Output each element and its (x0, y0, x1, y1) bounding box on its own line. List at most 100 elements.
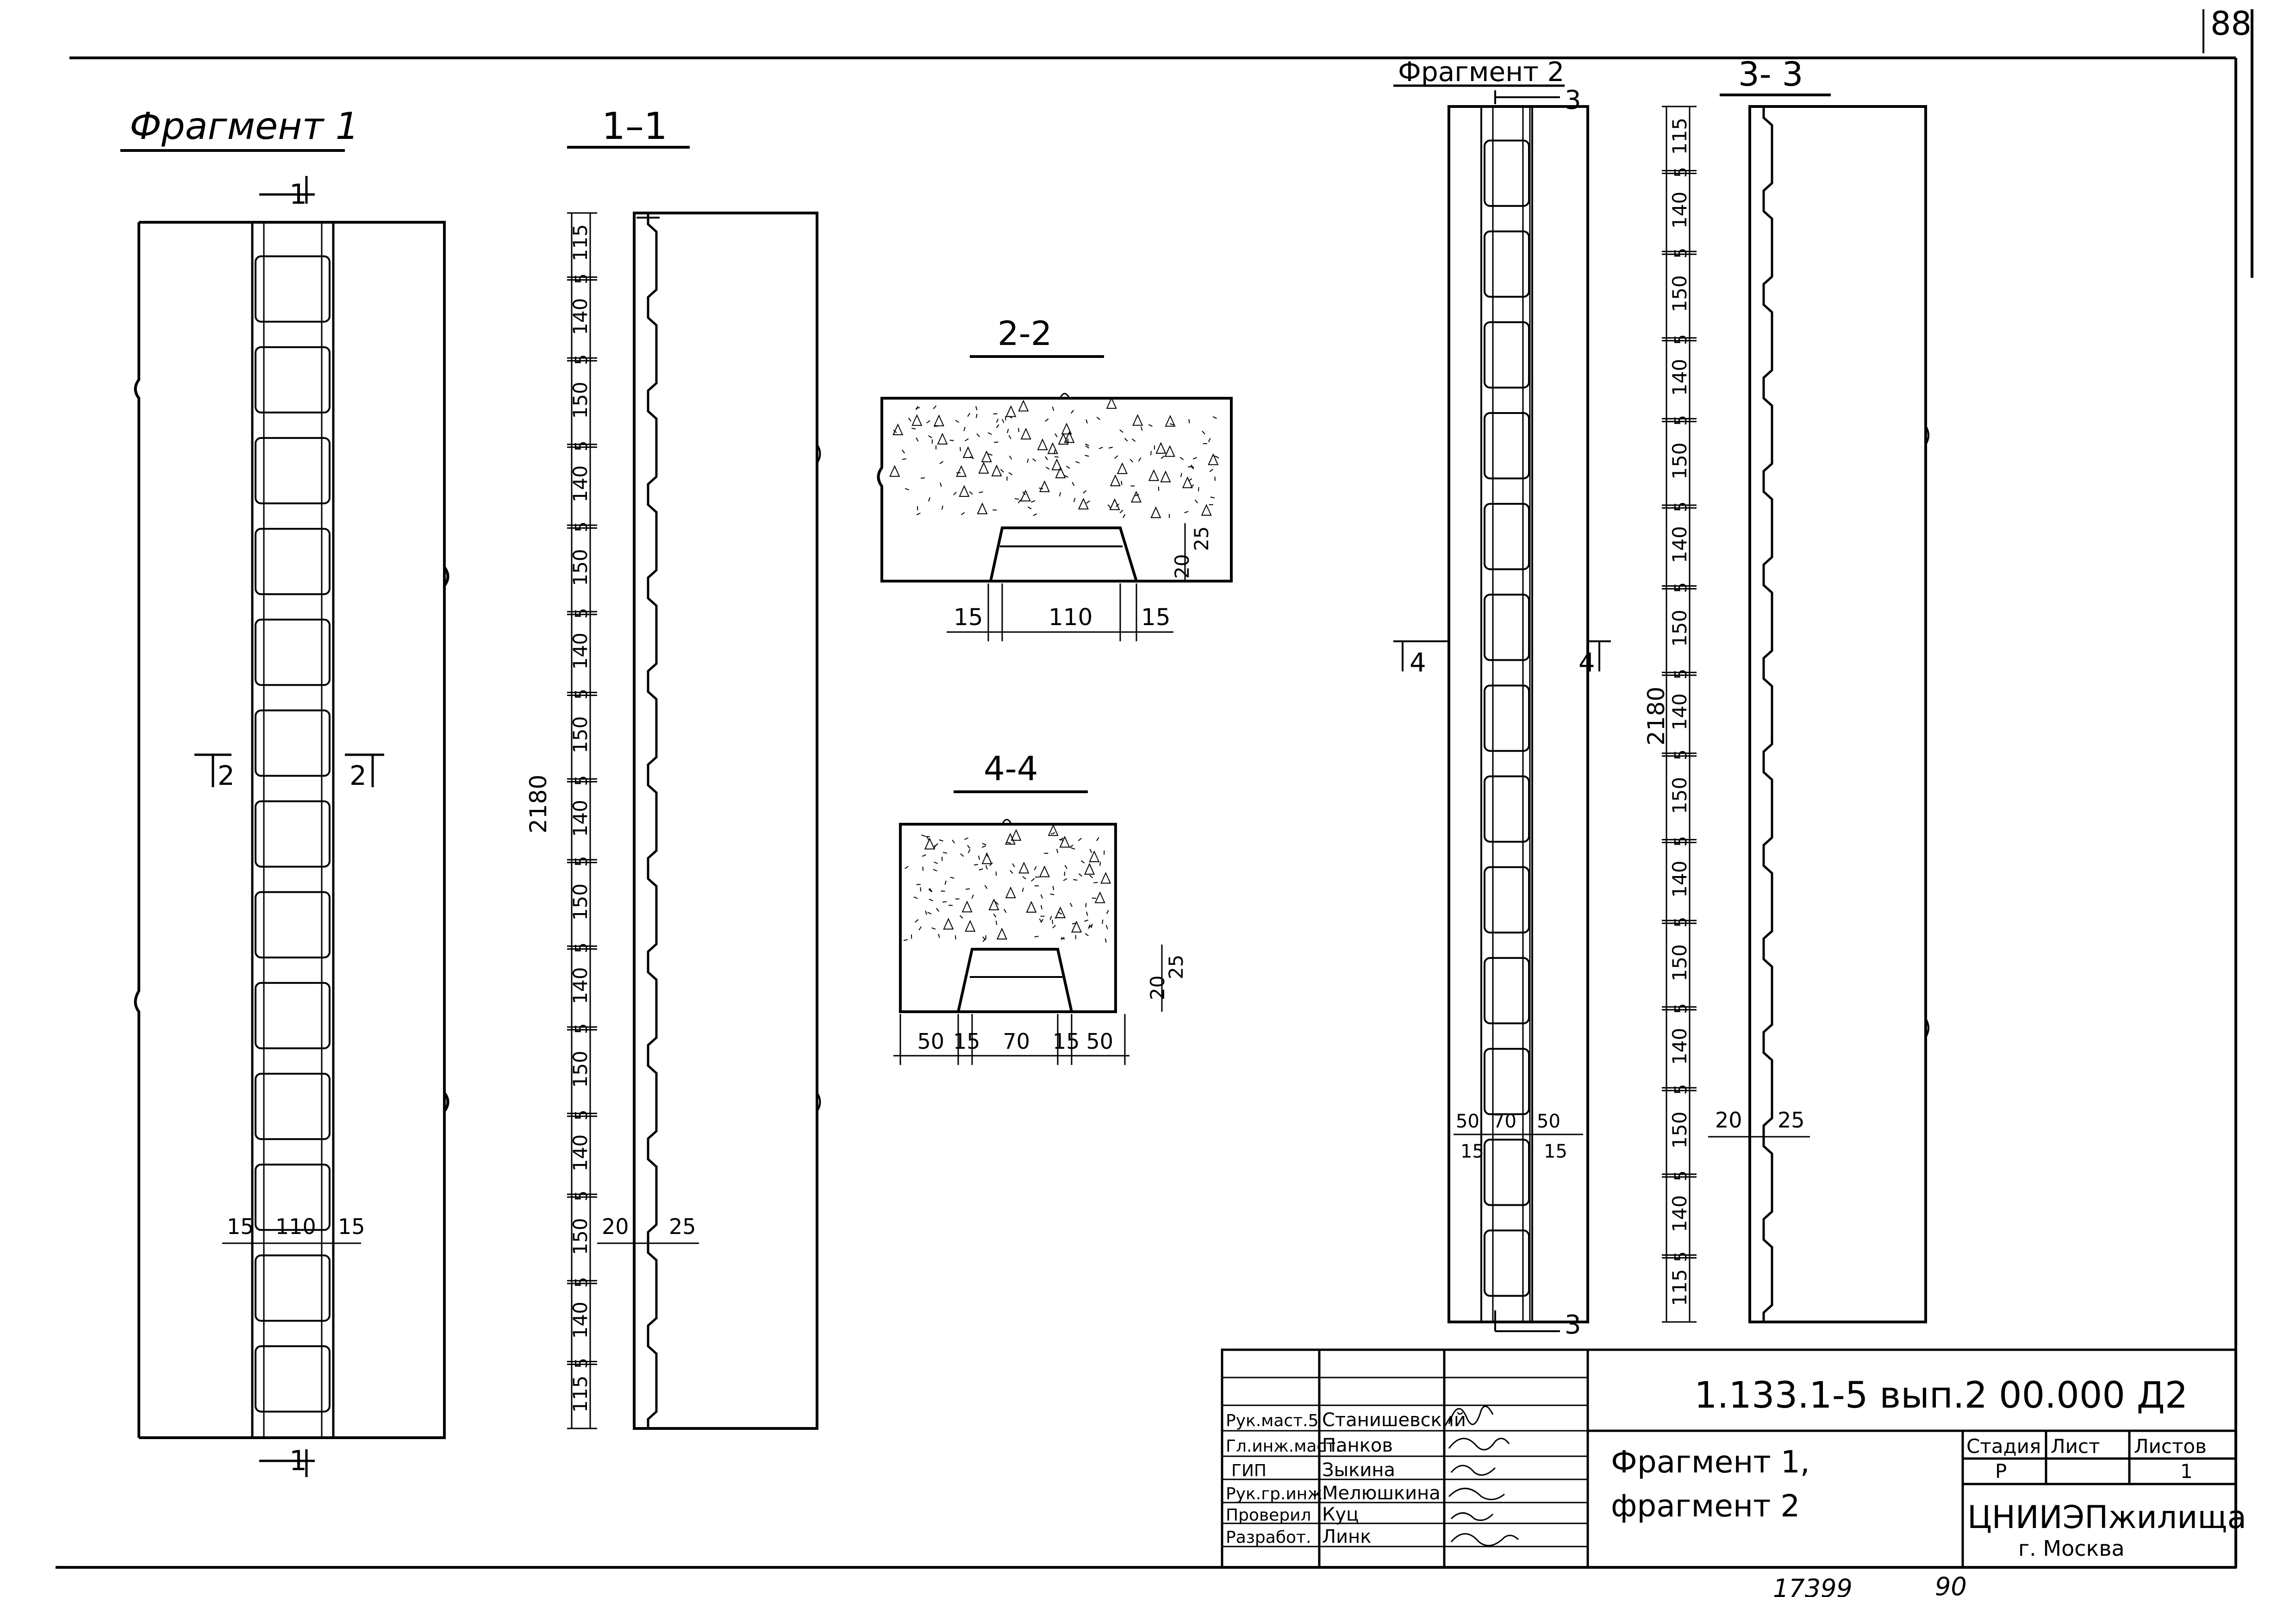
aggregate-mark (959, 915, 963, 919)
dim-value: 5 (1672, 917, 1691, 927)
aggregate-mark (1045, 456, 1048, 460)
dim-value: 5 (572, 1190, 591, 1201)
aggregate-mark (916, 407, 920, 409)
aggregate-mark (979, 491, 983, 493)
tb-role-0: Рук.маст.5 (1226, 1411, 1319, 1430)
aggregate-mark (1052, 886, 1054, 890)
aggregate-mark (1059, 837, 1064, 841)
aggregate-mark (1031, 878, 1035, 882)
aggregate-mark (994, 441, 998, 443)
key-segment (255, 709, 331, 777)
aggregate-mark (911, 427, 916, 430)
aggregate-mark (1058, 911, 1062, 915)
aggregate-mark (928, 435, 932, 438)
aggregate-mark (1169, 423, 1174, 426)
aggregate-mark (926, 420, 930, 424)
dim-value: 150 (1668, 777, 1691, 814)
dim-value: 50 (1537, 1111, 1560, 1132)
aggregate-mark (996, 419, 999, 423)
document-code: 1.133.1-5 вып.2 00.000 Д2 (1694, 1375, 2188, 1416)
aggregate-mark (928, 497, 930, 502)
aggregate-mark (955, 420, 960, 423)
dim-value: 140 (569, 800, 592, 837)
aggregate-mark (1040, 919, 1044, 923)
section-3-3-dim-25: 25 (1778, 1108, 1805, 1133)
aggregate-mark (1018, 428, 1020, 432)
aggregate-mark (1138, 457, 1142, 462)
aggregate-mark (1048, 824, 1059, 836)
section-1-1-dimension-chain: 1155140515051405150514051505140515051405… (567, 212, 597, 1429)
aggregate-mark (971, 894, 974, 899)
aggregate-mark (1135, 494, 1139, 496)
description-line-1: Фрагмент 1, (1611, 1444, 1810, 1480)
aggregate-mark (978, 855, 980, 860)
aggregate-mark (889, 465, 900, 477)
aggregate-mark (1129, 458, 1134, 463)
section-1-1-dim-25: 25 (669, 1214, 696, 1239)
dim-value: 5 (572, 274, 591, 284)
dim-value: 5 (1672, 1003, 1691, 1014)
aggregate-mark (1202, 431, 1205, 435)
stage-value: Р (1995, 1460, 2007, 1483)
key-segment (255, 982, 331, 1050)
aggregate-mark (982, 843, 986, 845)
dim-value: 150 (1668, 610, 1691, 647)
aggregate-mark (1039, 865, 1050, 877)
fragment-1-title: Фрагмент 1 (130, 105, 359, 148)
key-segment (255, 346, 331, 413)
aggregate-mark (1089, 849, 1092, 853)
key-segment (1484, 957, 1530, 1025)
aggregate-mark (1006, 841, 1011, 844)
aggregate-mark (1184, 511, 1189, 514)
aggregate-mark (1007, 429, 1009, 433)
key-segment (1484, 1139, 1530, 1206)
aggregate-mark (1108, 446, 1113, 449)
dim-value: 140 (569, 465, 592, 502)
aggregate-mark (1084, 919, 1089, 922)
aggregate-mark (1017, 499, 1021, 504)
aggregate-mark (984, 885, 988, 889)
aggregate-mark (1109, 498, 1120, 510)
key-segment (1484, 775, 1530, 843)
dim-value: 5 (572, 1277, 591, 1288)
aggregate-mark (995, 921, 998, 925)
aggregate-mark (1071, 921, 1082, 933)
aggregate-mark (929, 899, 933, 902)
aggregate-mark (1050, 893, 1054, 896)
dim-value: 5 (1672, 334, 1691, 345)
aggregate-mark (1033, 513, 1037, 516)
tb-name-1: Панков (1322, 1435, 1393, 1456)
aggregate-mark (1051, 458, 1062, 470)
aggregate-mark (924, 838, 935, 850)
aggregate-mark (1047, 442, 1058, 454)
aggregate-mark (1039, 480, 1050, 492)
dim-value: 5 (572, 1110, 591, 1121)
dim-value: 115 (569, 224, 592, 261)
aggregate-mark (920, 887, 922, 892)
aggregate-mark (911, 414, 923, 426)
dim-value: 5 (572, 441, 591, 451)
aggregate-mark (926, 836, 930, 841)
frag1-dim-right: 15 (338, 1214, 365, 1239)
aggregate-mark (993, 914, 997, 918)
aggregate-mark (942, 852, 948, 854)
organization-name: ЦНИИЭПжилища (1967, 1499, 2246, 1536)
dim-value: 5 (1672, 750, 1691, 760)
aggregate-mark (1054, 917, 1059, 919)
aggregate-mark (1084, 863, 1095, 875)
aggregate-mark (1117, 462, 1128, 474)
aggregate-mark (1131, 438, 1136, 442)
tb-role-4: Проверил (1226, 1506, 1311, 1525)
tb-name-0: Станишевский (1322, 1409, 1466, 1431)
aggregate-mark (916, 513, 921, 515)
key-segment (1484, 139, 1530, 207)
dim-value: 5 (572, 1358, 591, 1369)
aggregate-mark (1055, 906, 1066, 919)
dim-value: 15 (1544, 1141, 1567, 1162)
dim-value: 5 (572, 1023, 591, 1034)
aggregate-mark (1155, 442, 1167, 454)
aggregate-mark (1102, 920, 1104, 924)
